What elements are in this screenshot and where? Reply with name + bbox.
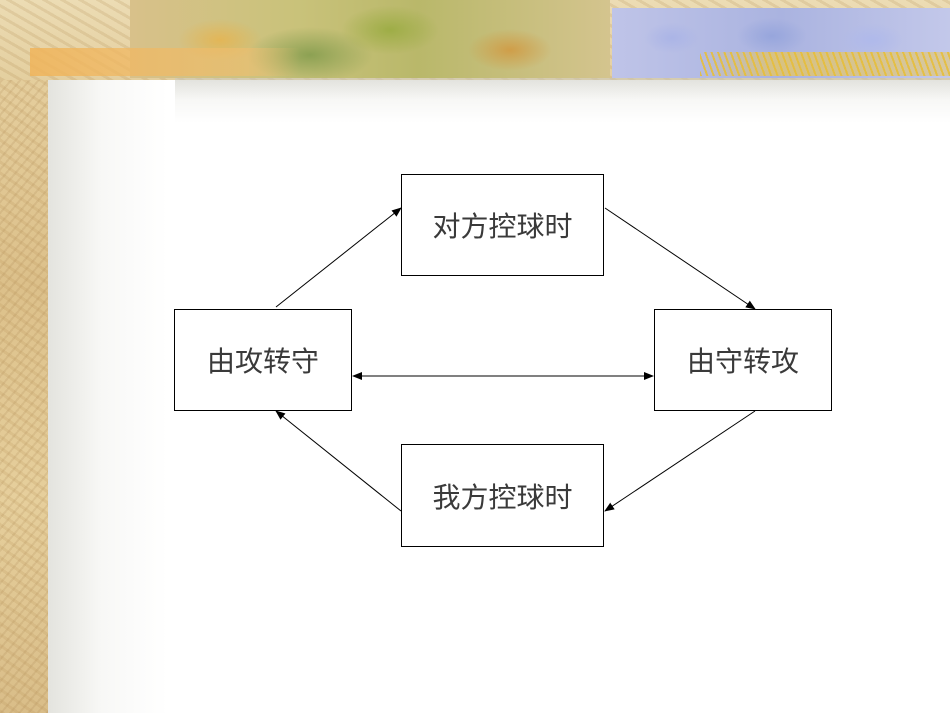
node-our-possession-label: 我方控球时 <box>432 480 573 514</box>
arrow-opponent-to-defense <box>604 207 756 310</box>
top-shadow <box>175 78 950 123</box>
node-our-possession: 我方控球时 <box>401 444 604 547</box>
node-defense-to-attack: 由守转攻 <box>654 309 832 411</box>
arrow-our-to-attack <box>275 410 402 512</box>
orange-accent-bar <box>30 48 300 76</box>
left-shadow <box>48 80 168 713</box>
left-texture-strip <box>0 0 48 713</box>
arrow-defense-to-our <box>604 410 756 512</box>
node-opponent-possession: 对方控球时 <box>401 174 604 276</box>
node-attack-to-defense-label: 由攻转守 <box>206 345 319 378</box>
grass-decoration <box>700 52 950 76</box>
arrow-attack-to-opponent <box>275 207 402 308</box>
node-opponent-possession-label: 对方控球时 <box>432 210 573 243</box>
node-attack-to-defense: 由攻转守 <box>174 309 352 411</box>
node-defense-to-attack-label: 由守转攻 <box>686 345 799 378</box>
